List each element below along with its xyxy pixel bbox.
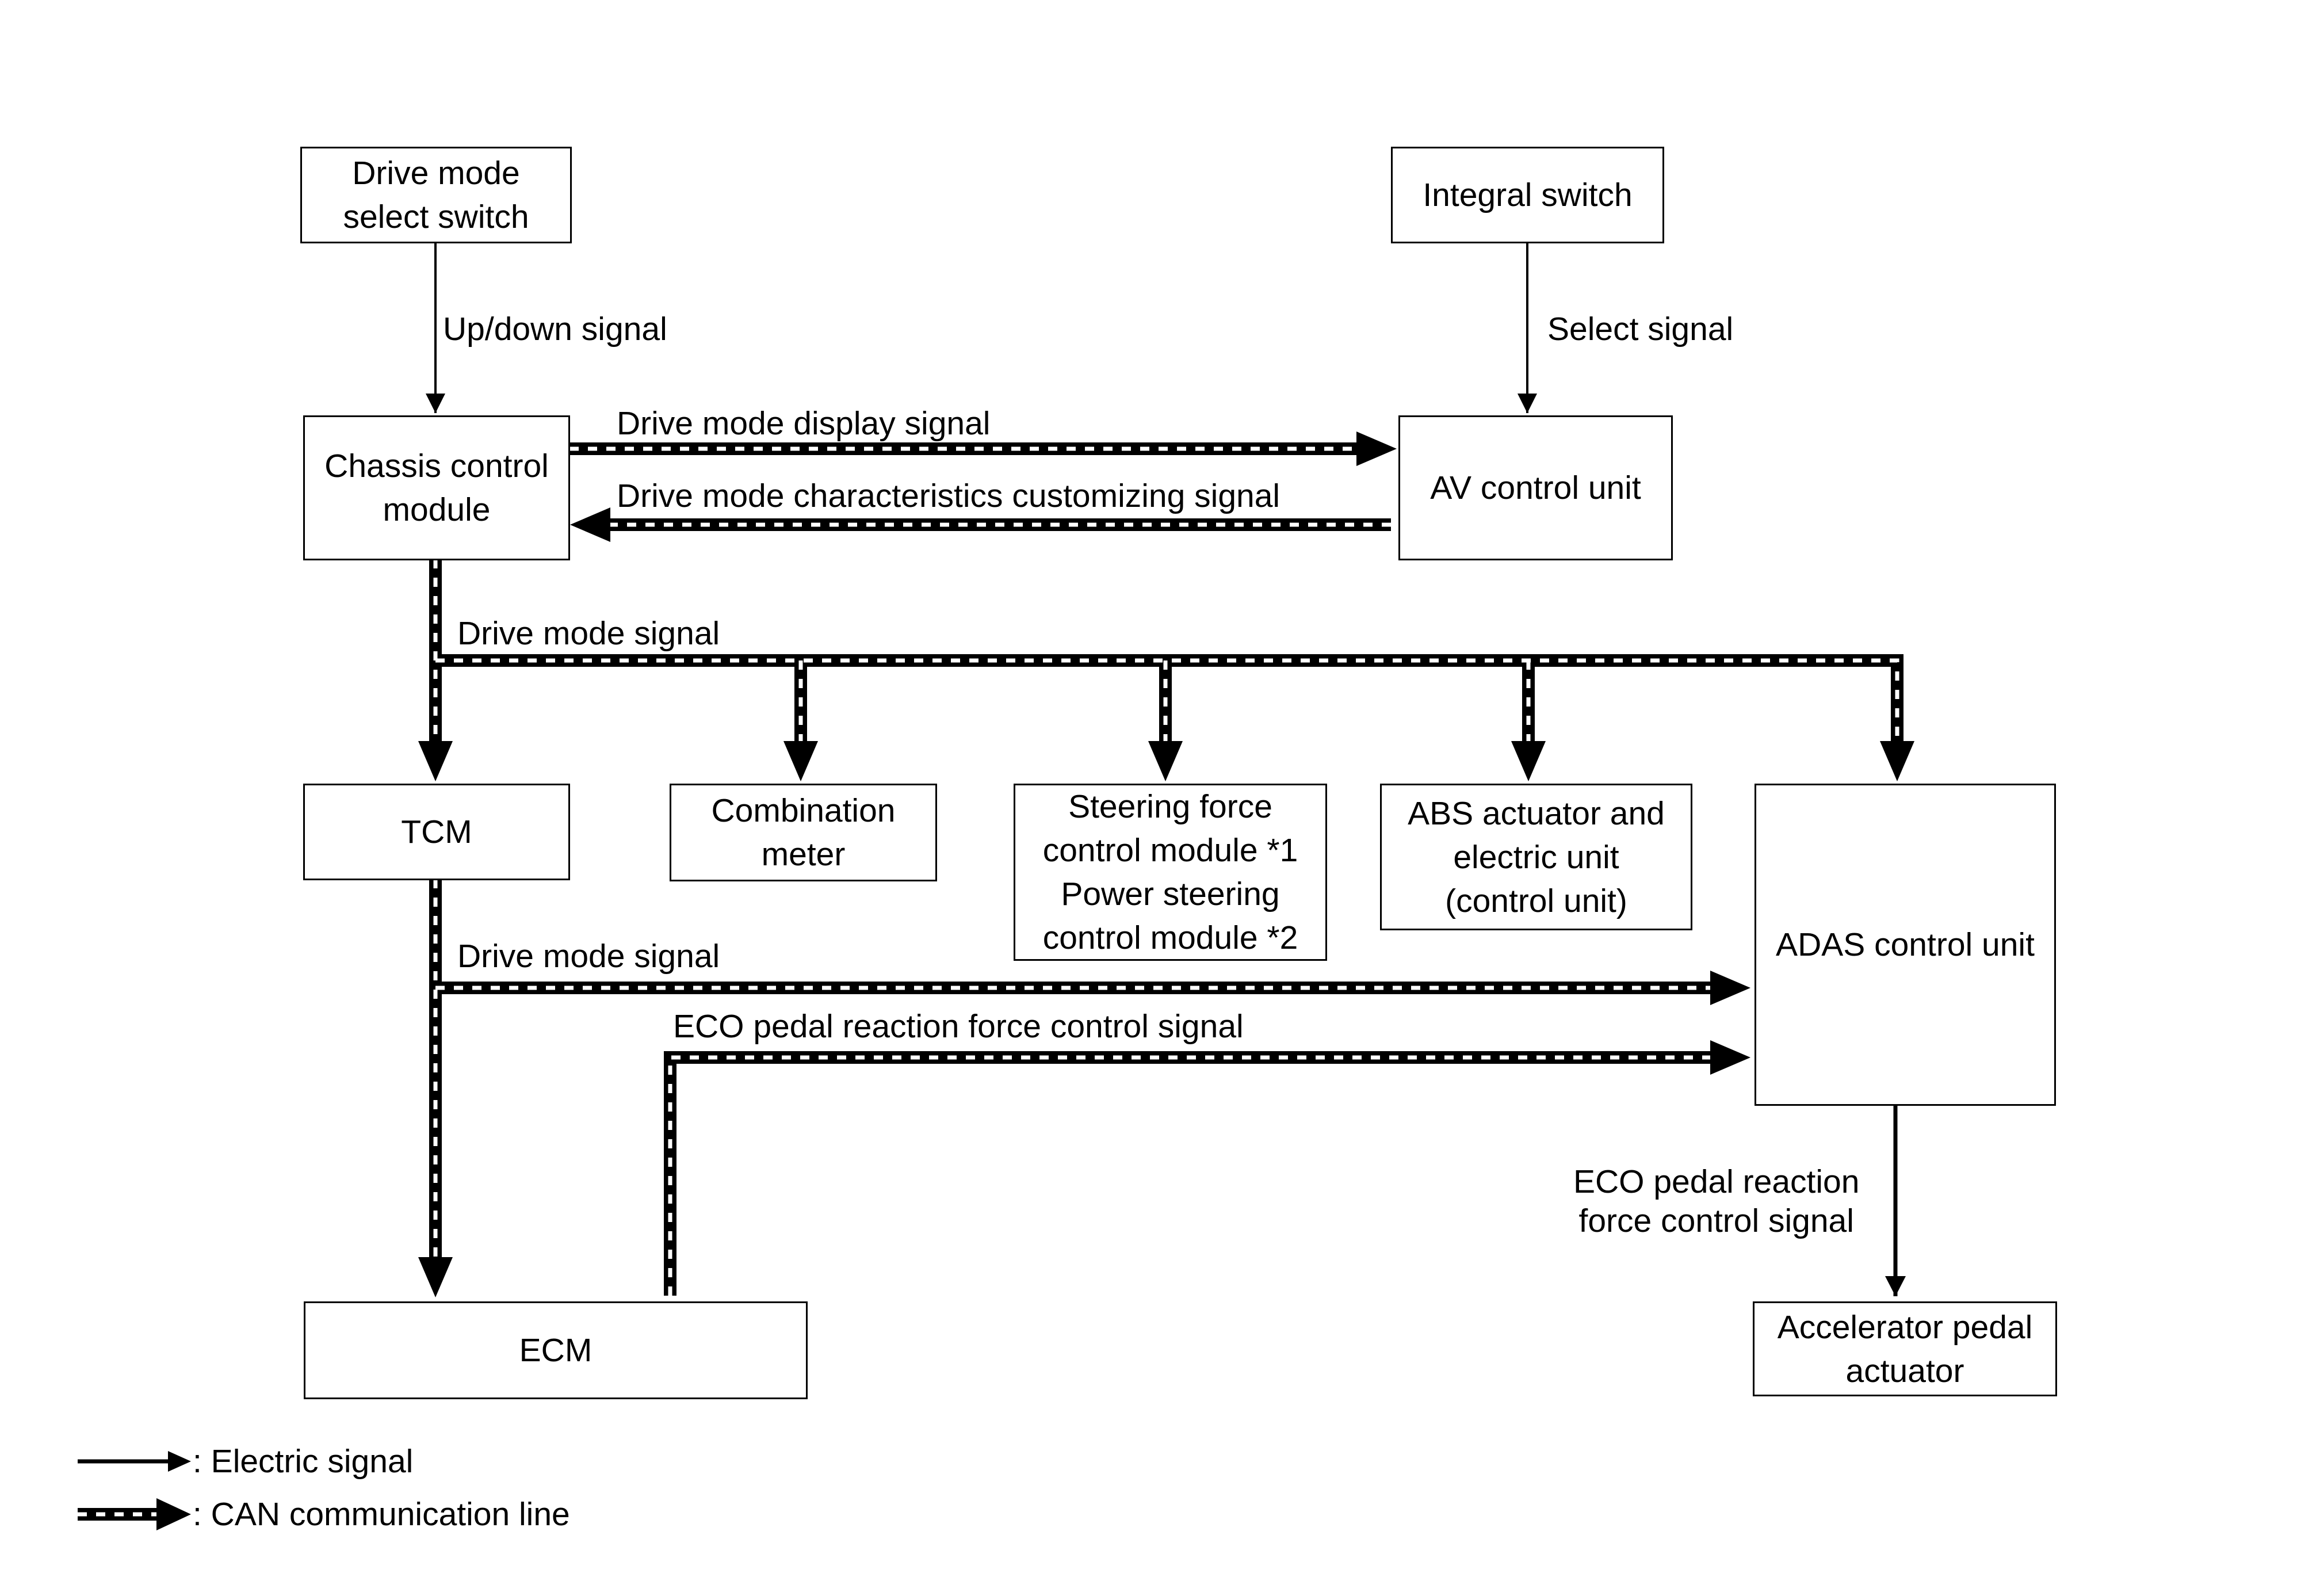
accelerator-pedal-actuator-box: Accelerator pedal actuator bbox=[1753, 1301, 2057, 1396]
legend-can-arrowhead bbox=[156, 1498, 191, 1530]
eco-pedal-signal-label-upper: ECO pedal reaction force control signal bbox=[673, 1008, 1244, 1045]
arrowhead-to-adas-drive-mode bbox=[1710, 971, 1750, 1005]
drive-mode-display-signal-label: Drive mode display signal bbox=[617, 405, 991, 442]
legend-can-label: : CAN communication line bbox=[193, 1496, 570, 1533]
steering-force-control-module-box: Steering force control module *1 Power s… bbox=[1014, 784, 1327, 961]
drive-mode-signal-label-lower: Drive mode signal bbox=[457, 938, 720, 975]
arrowhead-to-abs bbox=[1511, 741, 1546, 781]
integral-switch-box: Integral switch bbox=[1391, 147, 1664, 243]
arrowhead-to-tcm bbox=[418, 741, 453, 781]
can-lines bbox=[418, 432, 1914, 1297]
av-control-unit-box: AV control unit bbox=[1398, 415, 1673, 560]
up-down-signal-label: Up/down signal bbox=[443, 311, 667, 348]
ecm-box: ECM bbox=[304, 1301, 808, 1399]
arrowhead-to-av bbox=[1356, 432, 1397, 466]
legend-symbols bbox=[78, 1451, 191, 1530]
legend-electric-label: : Electric signal bbox=[193, 1443, 414, 1480]
arrowhead-to-combination-meter bbox=[783, 741, 818, 781]
arrowhead-to-chassis bbox=[570, 507, 610, 542]
select-signal-label: Select signal bbox=[1547, 311, 1734, 348]
drive-mode-customizing-signal-label: Drive mode characteristics customizing s… bbox=[617, 478, 1281, 514]
arrowhead-to-steering-module bbox=[1148, 741, 1183, 781]
arrowhead-to-adas-eco bbox=[1710, 1040, 1750, 1075]
wire-adas-to-pedal-arrowhead bbox=[1885, 1276, 1906, 1296]
combination-meter-box: Combination meter bbox=[670, 784, 937, 881]
arrowhead-to-ecm bbox=[418, 1257, 453, 1297]
eco-pedal-signal-label-lower: ECO pedal reaction force control signal bbox=[1573, 1163, 1860, 1239]
electric-signal-lines bbox=[426, 243, 1906, 1296]
chassis-control-module-box: Chassis control module bbox=[303, 415, 570, 560]
legend-electric-arrowhead bbox=[168, 1451, 191, 1472]
adas-control-unit-box: ADAS control unit bbox=[1755, 784, 2056, 1106]
drive-mode-select-switch-box: Drive mode select switch bbox=[300, 147, 572, 243]
abs-actuator-box: ABS actuator and electric unit (control … bbox=[1380, 784, 1692, 930]
arrowhead-to-adas-top bbox=[1880, 741, 1914, 781]
drive-mode-signal-label-upper: Drive mode signal bbox=[457, 615, 720, 652]
tcm-box: TCM bbox=[303, 784, 570, 880]
